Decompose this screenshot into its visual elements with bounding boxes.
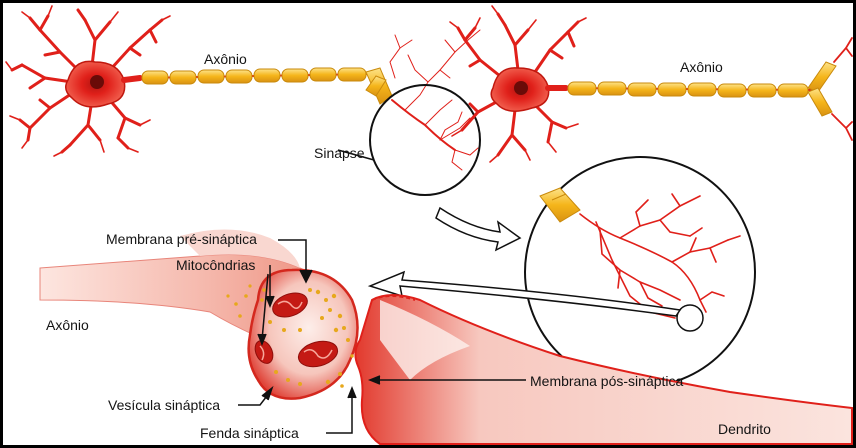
label-synapse: Sinapse	[314, 146, 365, 160]
label-axon-top-right: Axônio	[680, 60, 723, 74]
label-synaptic-vesicle: Vesícula sináptica	[108, 398, 220, 412]
label-synaptic-cleft: Fenda sináptica	[200, 426, 299, 440]
left-neuron-nucleus	[90, 75, 104, 89]
right-axon-terminal	[832, 38, 852, 140]
right-neuron-nucleus	[514, 81, 528, 95]
terminal-small-circle	[677, 305, 703, 331]
label-axon-top-left: Axônio	[204, 52, 247, 66]
label-dendrite: Dendrito	[718, 422, 771, 436]
left-axon	[138, 68, 392, 104]
left-axon-terminal-branches	[390, 30, 480, 170]
label-presynaptic-membrane: Membrana pré-sináptica	[106, 232, 257, 246]
pointer-cleft	[326, 392, 352, 433]
label-axon-bottom: Axônio	[46, 318, 89, 332]
label-postsynaptic-membrane: Membrana pós-sináptica	[530, 374, 683, 388]
zoom-arrow-1	[436, 208, 520, 250]
left-neuron-axon-hillock	[124, 78, 140, 80]
right-neuron	[450, 6, 586, 162]
synapse-zoom-circle	[370, 85, 480, 195]
label-mitochondria: Mitocôndrias	[176, 258, 255, 272]
